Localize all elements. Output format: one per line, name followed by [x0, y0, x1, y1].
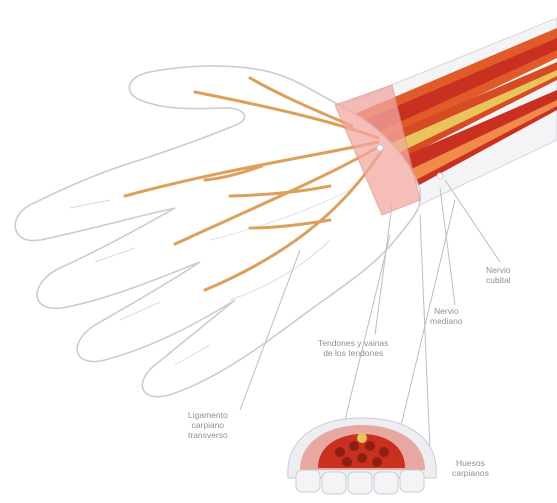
label-median-nerve-line-1: Nervio — [430, 306, 463, 316]
label-flexor-tendons-line-1: Tendones y vainas — [318, 338, 388, 348]
label-median-nerve-line-2: mediano — [430, 316, 463, 326]
label-flexor-tendons: Tendones y vainas de los tendones — [318, 338, 388, 358]
label-ulnar-nerve: Nervio cubital — [486, 265, 511, 285]
label-flexor-tendons-line-2: de los tendones — [318, 348, 388, 358]
label-transverse-ligament-line-2: carpiano — [188, 420, 228, 430]
label-transverse-ligament-line-1: Ligamento — [188, 410, 228, 420]
cross-section-inset — [288, 418, 437, 494]
median-nerve-cross-section — [357, 433, 367, 443]
label-transverse-ligament: Ligamento carpiano transverso — [188, 410, 228, 440]
label-ulnar-nerve-line-2: cubital — [486, 275, 511, 285]
carpal-bones-cross-section — [296, 470, 424, 494]
label-transverse-ligament-line-3: transverso — [188, 430, 228, 440]
label-carpal-bones: Huesos carpianos — [452, 458, 489, 478]
label-carpal-bones-line-1: Huesos — [452, 458, 489, 468]
label-ulnar-nerve-line-1: Nervio — [486, 265, 511, 275]
label-carpal-bones-line-2: carpianos — [452, 468, 489, 478]
label-median-nerve: Nervio mediano — [430, 306, 463, 326]
